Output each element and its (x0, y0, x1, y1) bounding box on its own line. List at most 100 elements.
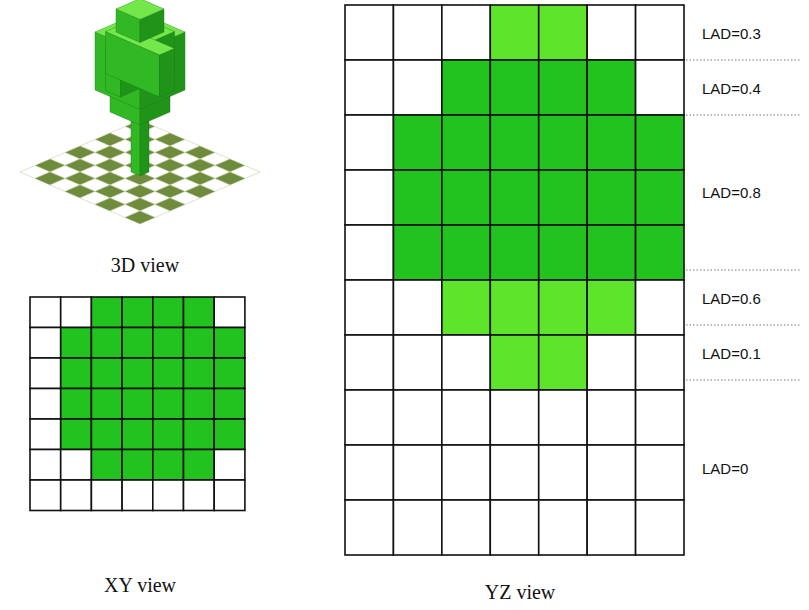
voxel-cell (184, 328, 215, 359)
voxel-cell (61, 480, 92, 511)
voxel-cell (30, 389, 61, 420)
voxel-cell (30, 450, 61, 481)
view-caption: XY view (104, 574, 176, 597)
voxel-cell (539, 390, 587, 445)
voxel-cell (345, 115, 393, 170)
voxel-cell (539, 5, 587, 60)
voxel-cell (636, 445, 684, 500)
voxel-cell (153, 328, 184, 359)
voxel-cell (214, 389, 245, 420)
voxel-cell (587, 500, 635, 555)
voxel-cell (345, 170, 393, 225)
voxel-cell (345, 60, 393, 115)
lad-value: LAD=0.8 (702, 184, 761, 201)
voxel-cell (490, 390, 538, 445)
voxel-cell (539, 445, 587, 500)
voxel-cell (61, 297, 92, 328)
voxel-cell (30, 328, 61, 359)
voxel-cell (636, 115, 684, 170)
voxel-cell (345, 445, 393, 500)
voxel-cell (539, 60, 587, 115)
voxel-cell (393, 60, 441, 115)
separator-line (686, 325, 800, 326)
voxel-cell (490, 225, 538, 280)
voxel-face (160, 48, 175, 96)
voxel-cell (345, 335, 393, 390)
voxel-cell (91, 297, 122, 328)
voxel-cell (61, 328, 92, 359)
voxel-cell (539, 280, 587, 335)
voxel-cell (636, 60, 684, 115)
voxel-cell (393, 170, 441, 225)
voxel-cell (490, 60, 538, 115)
voxel-cell (636, 500, 684, 555)
voxel-cell (61, 419, 92, 450)
voxel-cell (30, 419, 61, 450)
separator-line (686, 60, 800, 61)
voxel-cell (587, 225, 635, 280)
voxel-cell (122, 419, 153, 450)
voxel-cell (30, 480, 61, 511)
separator-line (686, 270, 800, 271)
voxel-cell (490, 115, 538, 170)
voxel-cell (122, 389, 153, 420)
voxel-cell (91, 480, 122, 511)
voxel-cell (587, 170, 635, 225)
voxel-cell (539, 225, 587, 280)
voxel-cell (91, 328, 122, 359)
separator-line (686, 380, 800, 381)
voxel-cell (393, 500, 441, 555)
voxel-tree-3d (20, 0, 260, 224)
xy-grid (30, 297, 245, 511)
voxel-cell (442, 445, 490, 500)
lad-value: LAD=0 (702, 460, 748, 477)
voxel-face (116, 0, 164, 19)
voxel-cell (539, 115, 587, 170)
voxel-cell (122, 450, 153, 481)
voxel-cell (153, 419, 184, 450)
voxel-cell (636, 335, 684, 390)
voxel-cell (393, 5, 441, 60)
voxel-cell (539, 335, 587, 390)
voxel-cell (184, 480, 215, 511)
voxel-cell (393, 335, 441, 390)
voxel-cell (184, 450, 215, 481)
voxel-cell (214, 358, 245, 389)
voxel-cell (636, 225, 684, 280)
voxel-cell (587, 5, 635, 60)
lad-value: LAD=0.6 (702, 290, 761, 307)
voxel-cell (587, 390, 635, 445)
voxel-cell (393, 225, 441, 280)
voxel-cell (184, 389, 215, 420)
voxel-cell (153, 358, 184, 389)
voxel-cell (393, 390, 441, 445)
voxel-cell (91, 419, 122, 450)
view-caption: 3D view (111, 254, 179, 277)
voxel-cell (30, 297, 61, 328)
voxel-cell (393, 445, 441, 500)
voxel-cell (587, 115, 635, 170)
voxel-cell (214, 297, 245, 328)
voxel-cell (345, 225, 393, 280)
voxel-cell (122, 358, 153, 389)
voxel-cell (539, 500, 587, 555)
voxel-cell (636, 5, 684, 60)
yz-grid (345, 5, 684, 555)
voxel-cell (636, 390, 684, 445)
voxel-cell (214, 450, 245, 481)
voxel-cell (345, 500, 393, 555)
voxel-cell (442, 280, 490, 335)
voxel-cell (490, 500, 538, 555)
voxel-cell (393, 115, 441, 170)
separator-line (686, 115, 800, 116)
voxel-cell (153, 389, 184, 420)
voxel-cell (442, 5, 490, 60)
voxel-cell (345, 5, 393, 60)
voxel-cell (539, 170, 587, 225)
lad-value: LAD=0.3 (702, 25, 761, 42)
voxel-cell (122, 297, 153, 328)
voxel-cell (214, 328, 245, 359)
voxel-cell (490, 335, 538, 390)
voxel-cell (393, 280, 441, 335)
